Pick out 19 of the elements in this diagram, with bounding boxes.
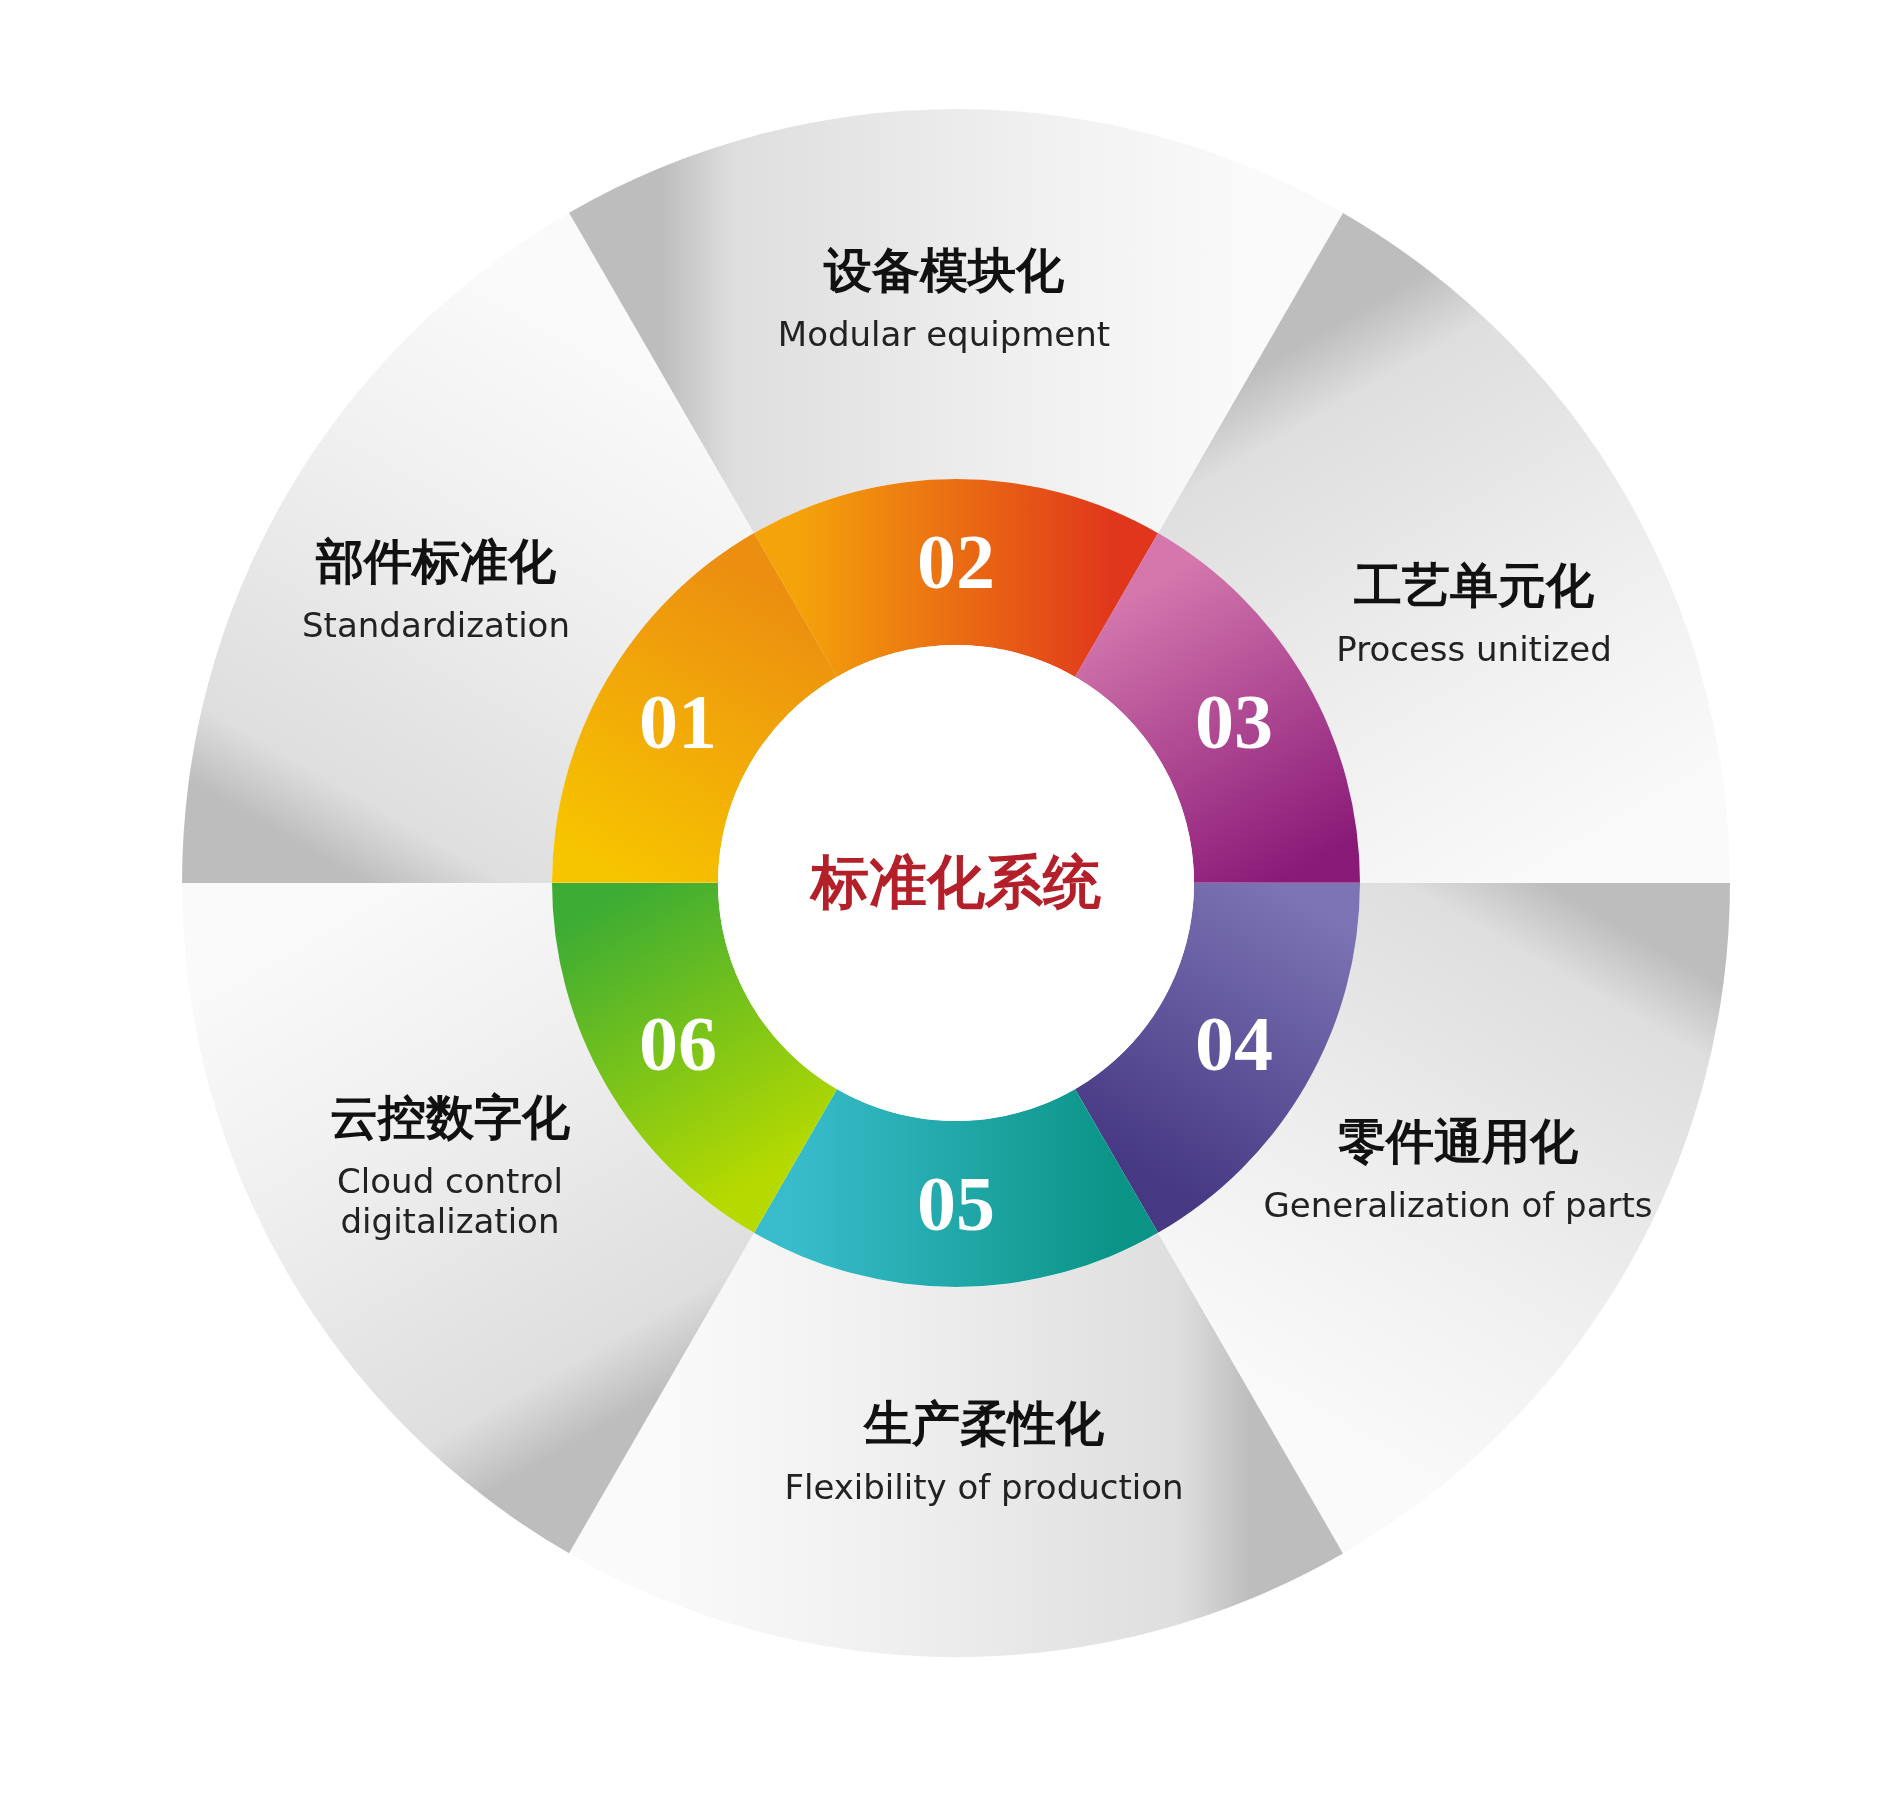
heading: 生产柔性化: [862, 1395, 1105, 1453]
step-number: 06: [639, 1004, 717, 1083]
center-title: 标准化系统: [811, 847, 1101, 918]
step-number: 05: [917, 1165, 995, 1243]
heading: 云控数字化: [329, 1089, 571, 1147]
subtitle: Generalization of parts: [1262, 1184, 1654, 1226]
subtitle: Modular equipment: [776, 313, 1112, 355]
step-number: 01: [639, 683, 717, 762]
heading: 部件标准化: [314, 533, 557, 591]
heading: 零件通用化: [1337, 1113, 1579, 1171]
subtitle: Flexibility of production: [783, 1466, 1185, 1508]
heading: 设备模块化: [822, 242, 1065, 300]
subtitle: Standardization: [301, 604, 571, 646]
step-number: 03: [1195, 683, 1273, 762]
heading: 工艺单元化: [1353, 557, 1595, 615]
subtitle: Process unitized: [1335, 628, 1613, 670]
step-number: 02: [917, 523, 995, 601]
subtitle: Cloud control digitalization: [336, 1160, 564, 1243]
step-number: 04: [1195, 1004, 1273, 1083]
